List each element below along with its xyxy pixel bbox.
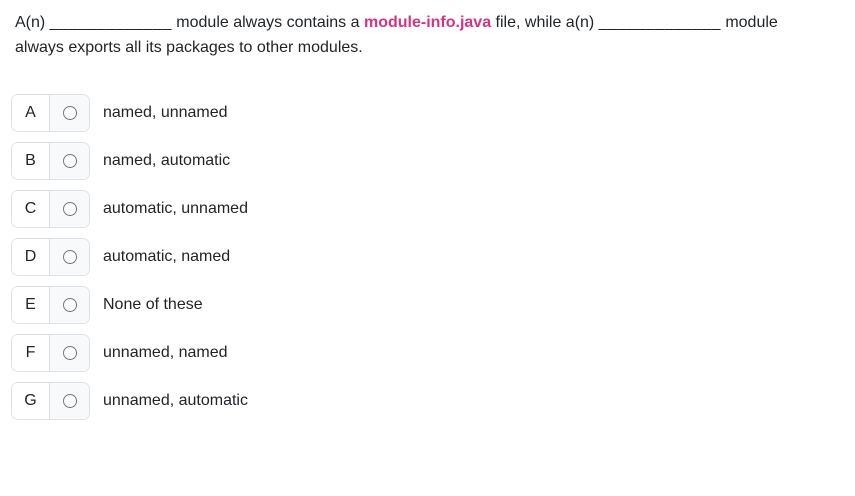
option-letter-label: G [24, 392, 37, 409]
option-box: F [11, 334, 90, 372]
option-box: G [11, 382, 90, 420]
option-box: B [11, 142, 90, 180]
option-label: named, unnamed [103, 104, 228, 121]
option-row: D automatic, named [11, 238, 248, 276]
option-radio-cell[interactable] [50, 95, 89, 131]
option-radio-cell[interactable] [50, 191, 89, 227]
option-letter: E [12, 287, 50, 323]
question-text-part: module [720, 14, 778, 31]
option-row: G unnamed, automatic [11, 382, 248, 420]
option-label: named, automatic [103, 152, 231, 169]
option-letter: G [12, 383, 50, 419]
option-radio-cell[interactable] [50, 383, 89, 419]
code-filename: module-info.java [363, 14, 492, 31]
option-radio-cell[interactable] [50, 287, 89, 323]
question-line-2: always exports all its packages to other… [15, 39, 363, 56]
option-letter: F [12, 335, 50, 371]
option-letter-label: B [25, 152, 36, 169]
option-label: automatic, unnamed [103, 200, 248, 217]
options-list: A named, unnamed B named, automatic [11, 94, 248, 430]
option-label: unnamed, automatic [103, 392, 248, 409]
radio-button[interactable] [62, 106, 77, 120]
option-letter: D [12, 239, 50, 275]
radio-button[interactable] [62, 154, 77, 168]
option-row: F unnamed, named [11, 334, 248, 372]
question-text-part: A(n) [15, 14, 50, 31]
option-box: D [11, 238, 90, 276]
radio-button[interactable] [62, 394, 77, 408]
option-letter-label: A [25, 104, 36, 121]
option-box: A [11, 94, 90, 132]
radio-button[interactable] [62, 298, 77, 312]
option-row: A named, unnamed [11, 94, 248, 132]
option-radio-cell[interactable] [50, 143, 89, 179]
option-label: None of these [103, 296, 203, 313]
option-row: C automatic, unnamed [11, 190, 248, 228]
option-letter: A [12, 95, 50, 131]
option-letter-label: C [24, 200, 37, 217]
option-letter-label: D [24, 248, 37, 265]
radio-button[interactable] [62, 250, 77, 264]
option-row: B named, automatic [11, 142, 248, 180]
blank-1: _____________ [49, 14, 172, 31]
option-letter: B [12, 143, 50, 179]
option-letter-label: F [25, 344, 36, 361]
radio-button[interactable] [62, 346, 77, 360]
option-row: E None of these [11, 286, 248, 324]
option-box: C [11, 190, 90, 228]
option-label: unnamed, named [103, 344, 228, 361]
question-text: A(n) _____________ module always contain… [15, 10, 835, 60]
option-radio-cell[interactable] [50, 335, 89, 371]
option-letter-label: E [25, 296, 36, 313]
question-text-part: module always contains a [171, 14, 364, 31]
question-text-part: file, while a(n) [491, 14, 599, 31]
option-letter: C [12, 191, 50, 227]
option-box: E [11, 286, 90, 324]
blank-2: _____________ [598, 14, 721, 31]
question-line-1: A(n) _____________ module always contain… [15, 10, 835, 35]
radio-button[interactable] [62, 202, 77, 216]
option-radio-cell[interactable] [50, 239, 89, 275]
option-label: automatic, named [103, 248, 231, 265]
